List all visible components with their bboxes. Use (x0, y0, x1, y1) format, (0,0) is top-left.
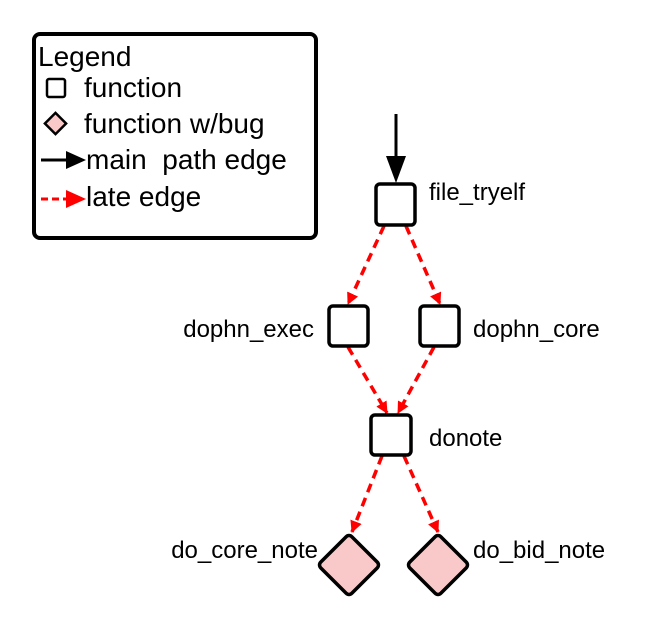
node-label: dophn_core (473, 316, 600, 343)
edge-dophn-exec-donote (346, 346, 389, 414)
legend-item-function: function (84, 72, 182, 103)
edge-donote-do-core-note (350, 455, 384, 533)
edge-entry-file-tryelf (386, 114, 406, 183)
legend-title: Legend (38, 41, 131, 72)
node-file-tryelf[interactable]: file_tryelf (374, 179, 525, 227)
function-node-icon (369, 413, 413, 457)
black-arrow-icon (41, 151, 86, 169)
node-label: file_tryelf (429, 179, 525, 206)
node-label: dophn_exec (183, 316, 314, 343)
node-dophn-exec[interactable]: dophn_exec (183, 304, 370, 348)
legend-item-main-path-edge: main path edge (86, 144, 287, 175)
red-arrow-icon (41, 190, 86, 208)
bug-node-icon (317, 533, 381, 597)
legend-box (32, 32, 318, 240)
diamond-node-icon (43, 111, 68, 136)
legend: Legend function function w/bug main path… (32, 32, 318, 240)
legend-item-late-edge: late edge (86, 181, 201, 212)
bug-node-icon (406, 533, 470, 597)
function-node-icon (327, 304, 370, 348)
legend-item-function-bug: function w/bug (84, 108, 265, 139)
edge-donote-do-bid-note (402, 455, 440, 533)
node-donote[interactable]: donote (369, 413, 502, 457)
late-edges (346, 225, 442, 533)
edge-dophn-core-donote (396, 346, 436, 414)
edge-file-tryelf-dophn-exec (346, 225, 386, 305)
square-node-icon (45, 77, 67, 99)
function-node-icon (374, 182, 417, 227)
node-dophn-core[interactable]: dophn_core (418, 304, 600, 348)
node-label: do_core_note (171, 537, 318, 564)
node-do-core-note[interactable]: do_core_note (171, 533, 381, 597)
function-node-icon (418, 304, 461, 348)
node-label: do_bid_note (473, 537, 605, 564)
node-label: donote (429, 425, 502, 452)
node-do-bid-note[interactable]: do_bid_note (406, 533, 605, 597)
edge-file-tryelf-dophn-core (404, 225, 442, 305)
